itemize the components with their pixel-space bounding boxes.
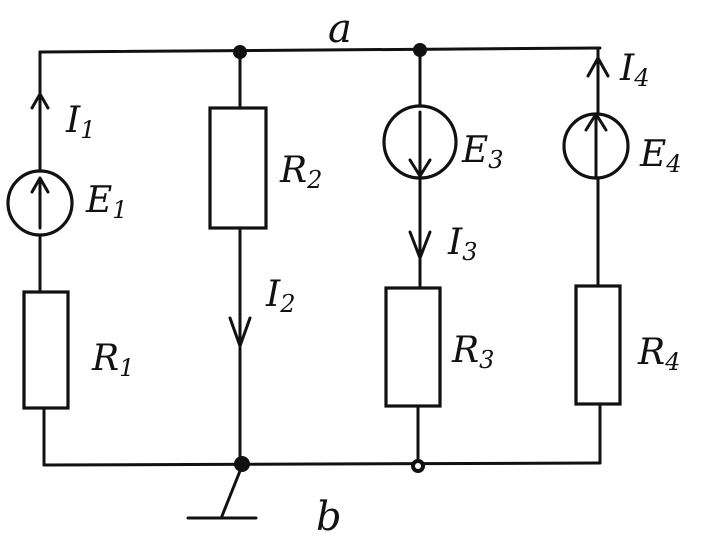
current-3-arrow-icon — [408, 230, 432, 260]
current-3-label: I3 — [447, 222, 478, 266]
ground-icon — [186, 464, 258, 520]
junction-b-left — [234, 456, 250, 472]
current-1-label: I1 — [65, 100, 96, 144]
resistor-1-label: R1 — [91, 338, 134, 382]
emf-4-label: E4 — [639, 134, 682, 178]
bottom-wire — [42, 461, 602, 467]
resistor-3-label: R3 — [451, 330, 494, 374]
resistor-4 — [574, 284, 622, 406]
current-4-label: I4 — [619, 48, 650, 92]
current-4-arrow-icon — [586, 56, 610, 78]
top-wire — [38, 46, 602, 54]
emf-1-arrow-icon — [30, 176, 50, 230]
junction-a-left — [233, 45, 247, 59]
current-2-label: I2 — [265, 274, 296, 318]
emf-3-label: E3 — [461, 130, 504, 174]
emf-4-arrow-icon — [584, 112, 608, 178]
junction-b-right-center — [415, 463, 421, 469]
current-2-arrow-icon — [228, 316, 252, 348]
current-1-arrow-icon — [30, 92, 50, 110]
junction-a-right — [413, 43, 427, 57]
resistor-2-label: R2 — [279, 150, 322, 194]
node-a-label: a — [328, 6, 352, 52]
resistor-2 — [208, 106, 268, 230]
resistor-3 — [384, 286, 442, 408]
node-b-label: b — [316, 494, 342, 540]
resistor-1 — [22, 290, 70, 410]
emf-3-arrow-icon — [408, 110, 432, 178]
emf-1-label: E1 — [85, 180, 128, 224]
resistor-4-label: R4 — [637, 332, 680, 376]
